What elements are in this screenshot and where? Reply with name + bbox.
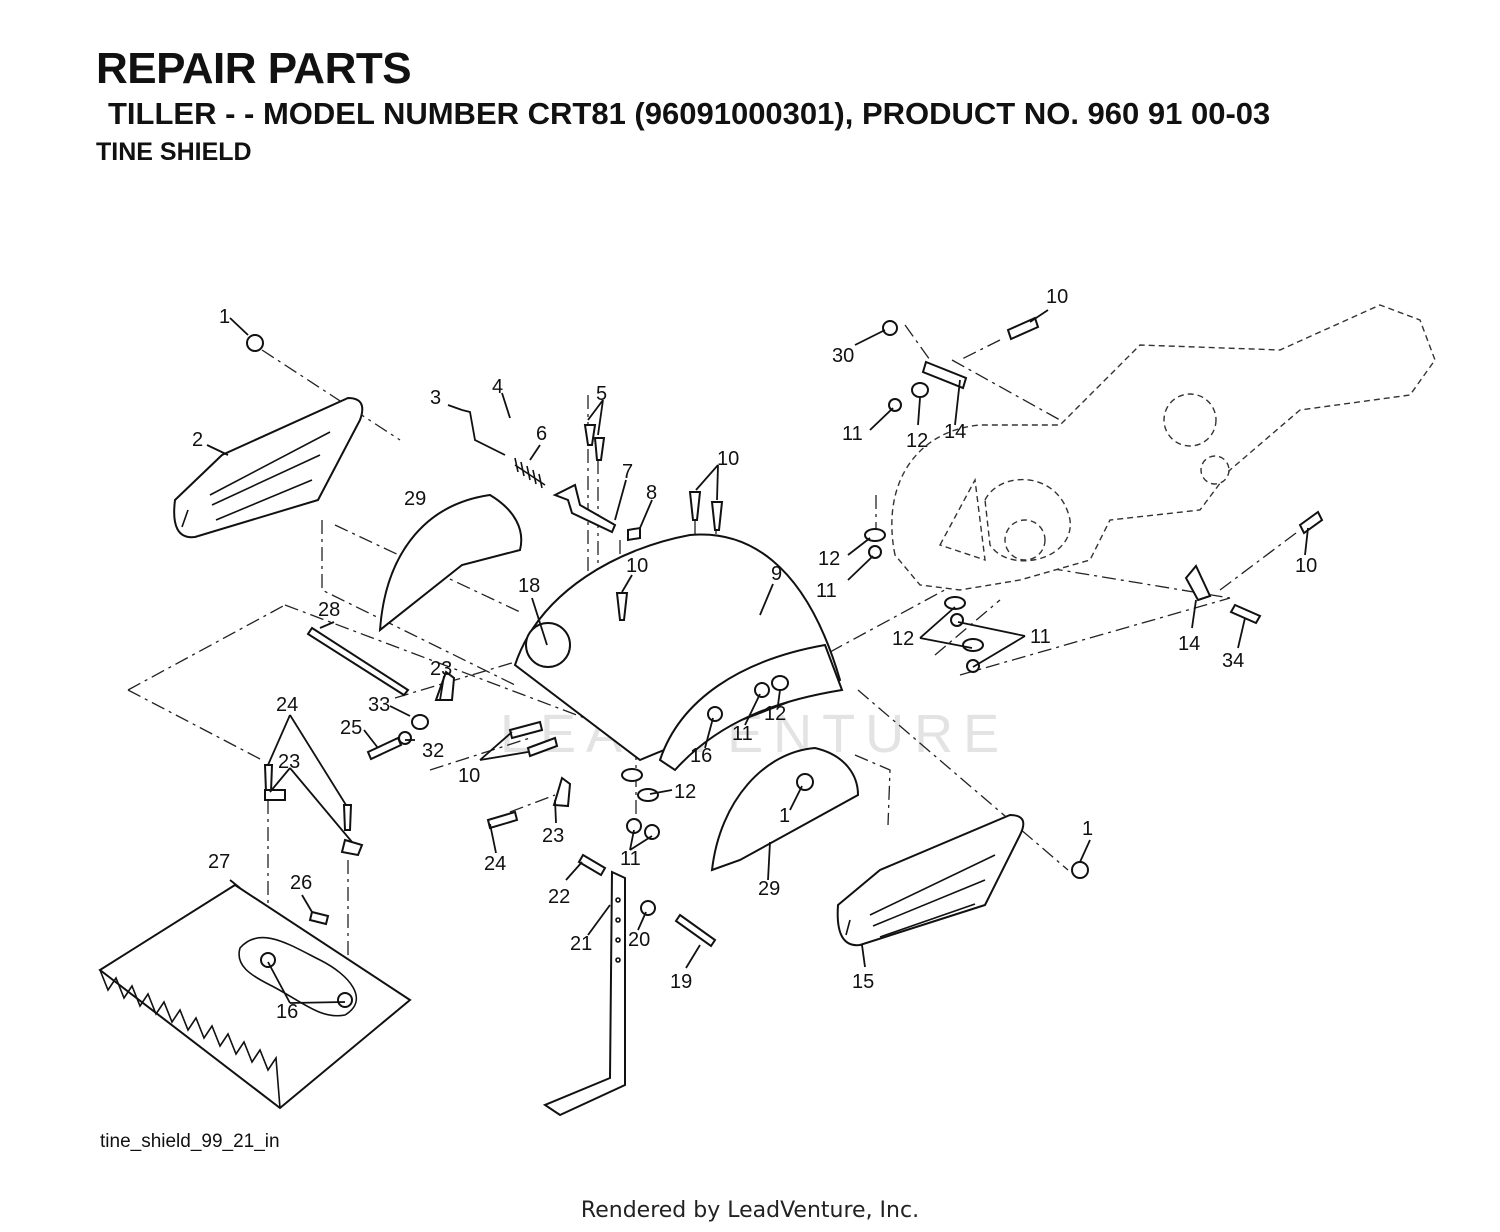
shield-flap [658,643,844,772]
callout-11: 11 [816,580,837,602]
callout-30: 30 [832,345,854,367]
callout-9: 9 [771,563,782,585]
callout-10: 10 [1295,555,1317,577]
part-28-rod [306,626,410,697]
callout-2: 2 [192,429,203,451]
callout-10: 10 [458,765,480,787]
callout-33: 33 [368,694,390,716]
part-15-side-plate-right [836,813,1025,947]
callout-4: 4 [492,376,503,398]
callout-12: 12 [818,548,840,570]
callout-24: 24 [484,853,506,875]
callout-16: 16 [690,745,712,767]
part-25-pin [366,736,403,761]
part-8-spring-small [627,526,641,542]
callout-16: 16 [276,1001,298,1023]
tiller-housing-reference [891,304,1436,591]
callout-12: 12 [764,703,786,725]
callout-26: 26 [290,872,312,894]
callout-22: 22 [548,886,570,908]
callout-11: 11 [842,423,863,445]
callout-1: 1 [219,306,230,328]
section-title: TINE SHIELD [96,138,252,166]
callout-1: 1 [1082,818,1093,840]
part-7-bracket [552,483,617,534]
fasteners [246,316,1324,948]
callout-11: 11 [732,723,753,745]
callout-25: 25 [340,717,362,739]
callout-29: 29 [404,488,426,510]
callout-5: 5 [596,383,607,405]
callout-20: 20 [628,929,650,951]
callout-3: 3 [430,387,441,409]
callout-23: 23 [430,658,452,680]
page-title: REPAIR PARTS [96,44,412,93]
callout-32: 32 [422,740,444,762]
callout-10: 10 [1046,286,1068,308]
callout-10: 10 [626,555,648,577]
part-6-spring [514,457,546,489]
callout-15: 15 [852,971,874,993]
leader-lines [206,309,1309,1004]
part-2-side-plate-left [173,396,364,539]
part-29-shield-half-left [378,493,523,633]
callout-34: 34 [1222,650,1244,672]
callout-23: 23 [278,751,300,773]
callout-1: 1 [779,805,790,827]
callout-19: 19 [670,971,692,993]
callout-27: 27 [208,851,230,873]
callout-11: 11 [1030,626,1051,648]
callout-28: 28 [318,599,340,621]
callout-18: 18 [518,575,540,597]
callout-11: 11 [620,848,641,870]
render-credit: Rendered by LeadVenture, Inc. [580,1198,920,1223]
callouts: 1 1 1 2 3 4 5 6 7 8 9 10 10 10 10 10 11 … [192,286,1317,1023]
callout-12: 12 [674,781,696,803]
callout-8: 8 [646,482,657,504]
callout-7: 7 [622,461,633,483]
callout-21: 21 [570,933,592,955]
callout-29: 29 [758,878,780,900]
callout-6: 6 [536,423,547,445]
callout-23: 23 [542,825,564,847]
part-3-lever [461,409,506,456]
diagram-filename: tine_shield_99_21_in [100,1131,280,1152]
callout-14: 14 [1178,633,1200,655]
model-subtitle: TILLER - - MODEL NUMBER CRT81 (960910003… [108,96,1271,131]
callout-10: 10 [717,448,739,470]
callout-12: 12 [892,628,914,650]
callout-24: 24 [276,694,298,716]
part-27-drag-flap [98,883,412,1110]
callout-14: 14 [944,421,966,443]
callout-12: 12 [906,430,928,452]
part-21-depth-bar [542,870,626,1117]
